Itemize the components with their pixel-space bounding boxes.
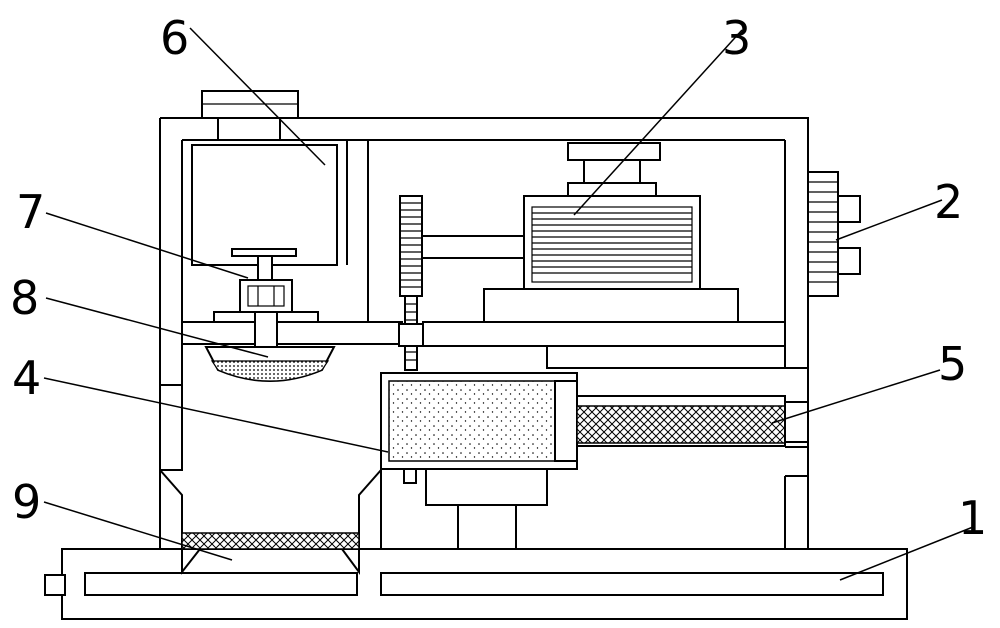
callout-8: 8 (10, 271, 39, 325)
callout-7: 7 (16, 185, 45, 239)
callout-5: 5 (938, 337, 967, 391)
main-frame (159, 117, 809, 576)
callout-2: 2 (934, 175, 963, 229)
lower-support (381, 468, 808, 550)
callout-9: 9 (12, 475, 41, 529)
valve (231, 248, 297, 313)
callout-6: 6 (160, 11, 189, 65)
motor (483, 142, 739, 323)
leader-lines (43, 27, 974, 581)
drive-shaft (421, 235, 525, 259)
side-motor (807, 171, 861, 297)
filter-box (380, 372, 578, 484)
top-cap (201, 90, 299, 141)
bottom-screen (181, 532, 360, 550)
callout-3: 3 (722, 11, 751, 65)
base-plate (44, 548, 908, 620)
mesh-screen (576, 395, 809, 447)
storage-bin (191, 144, 338, 266)
callout-4: 4 (12, 351, 41, 405)
callout-1: 1 (958, 491, 987, 545)
middle-shelf (422, 321, 786, 369)
rack-gear (398, 195, 424, 371)
grinder-head (181, 311, 403, 382)
